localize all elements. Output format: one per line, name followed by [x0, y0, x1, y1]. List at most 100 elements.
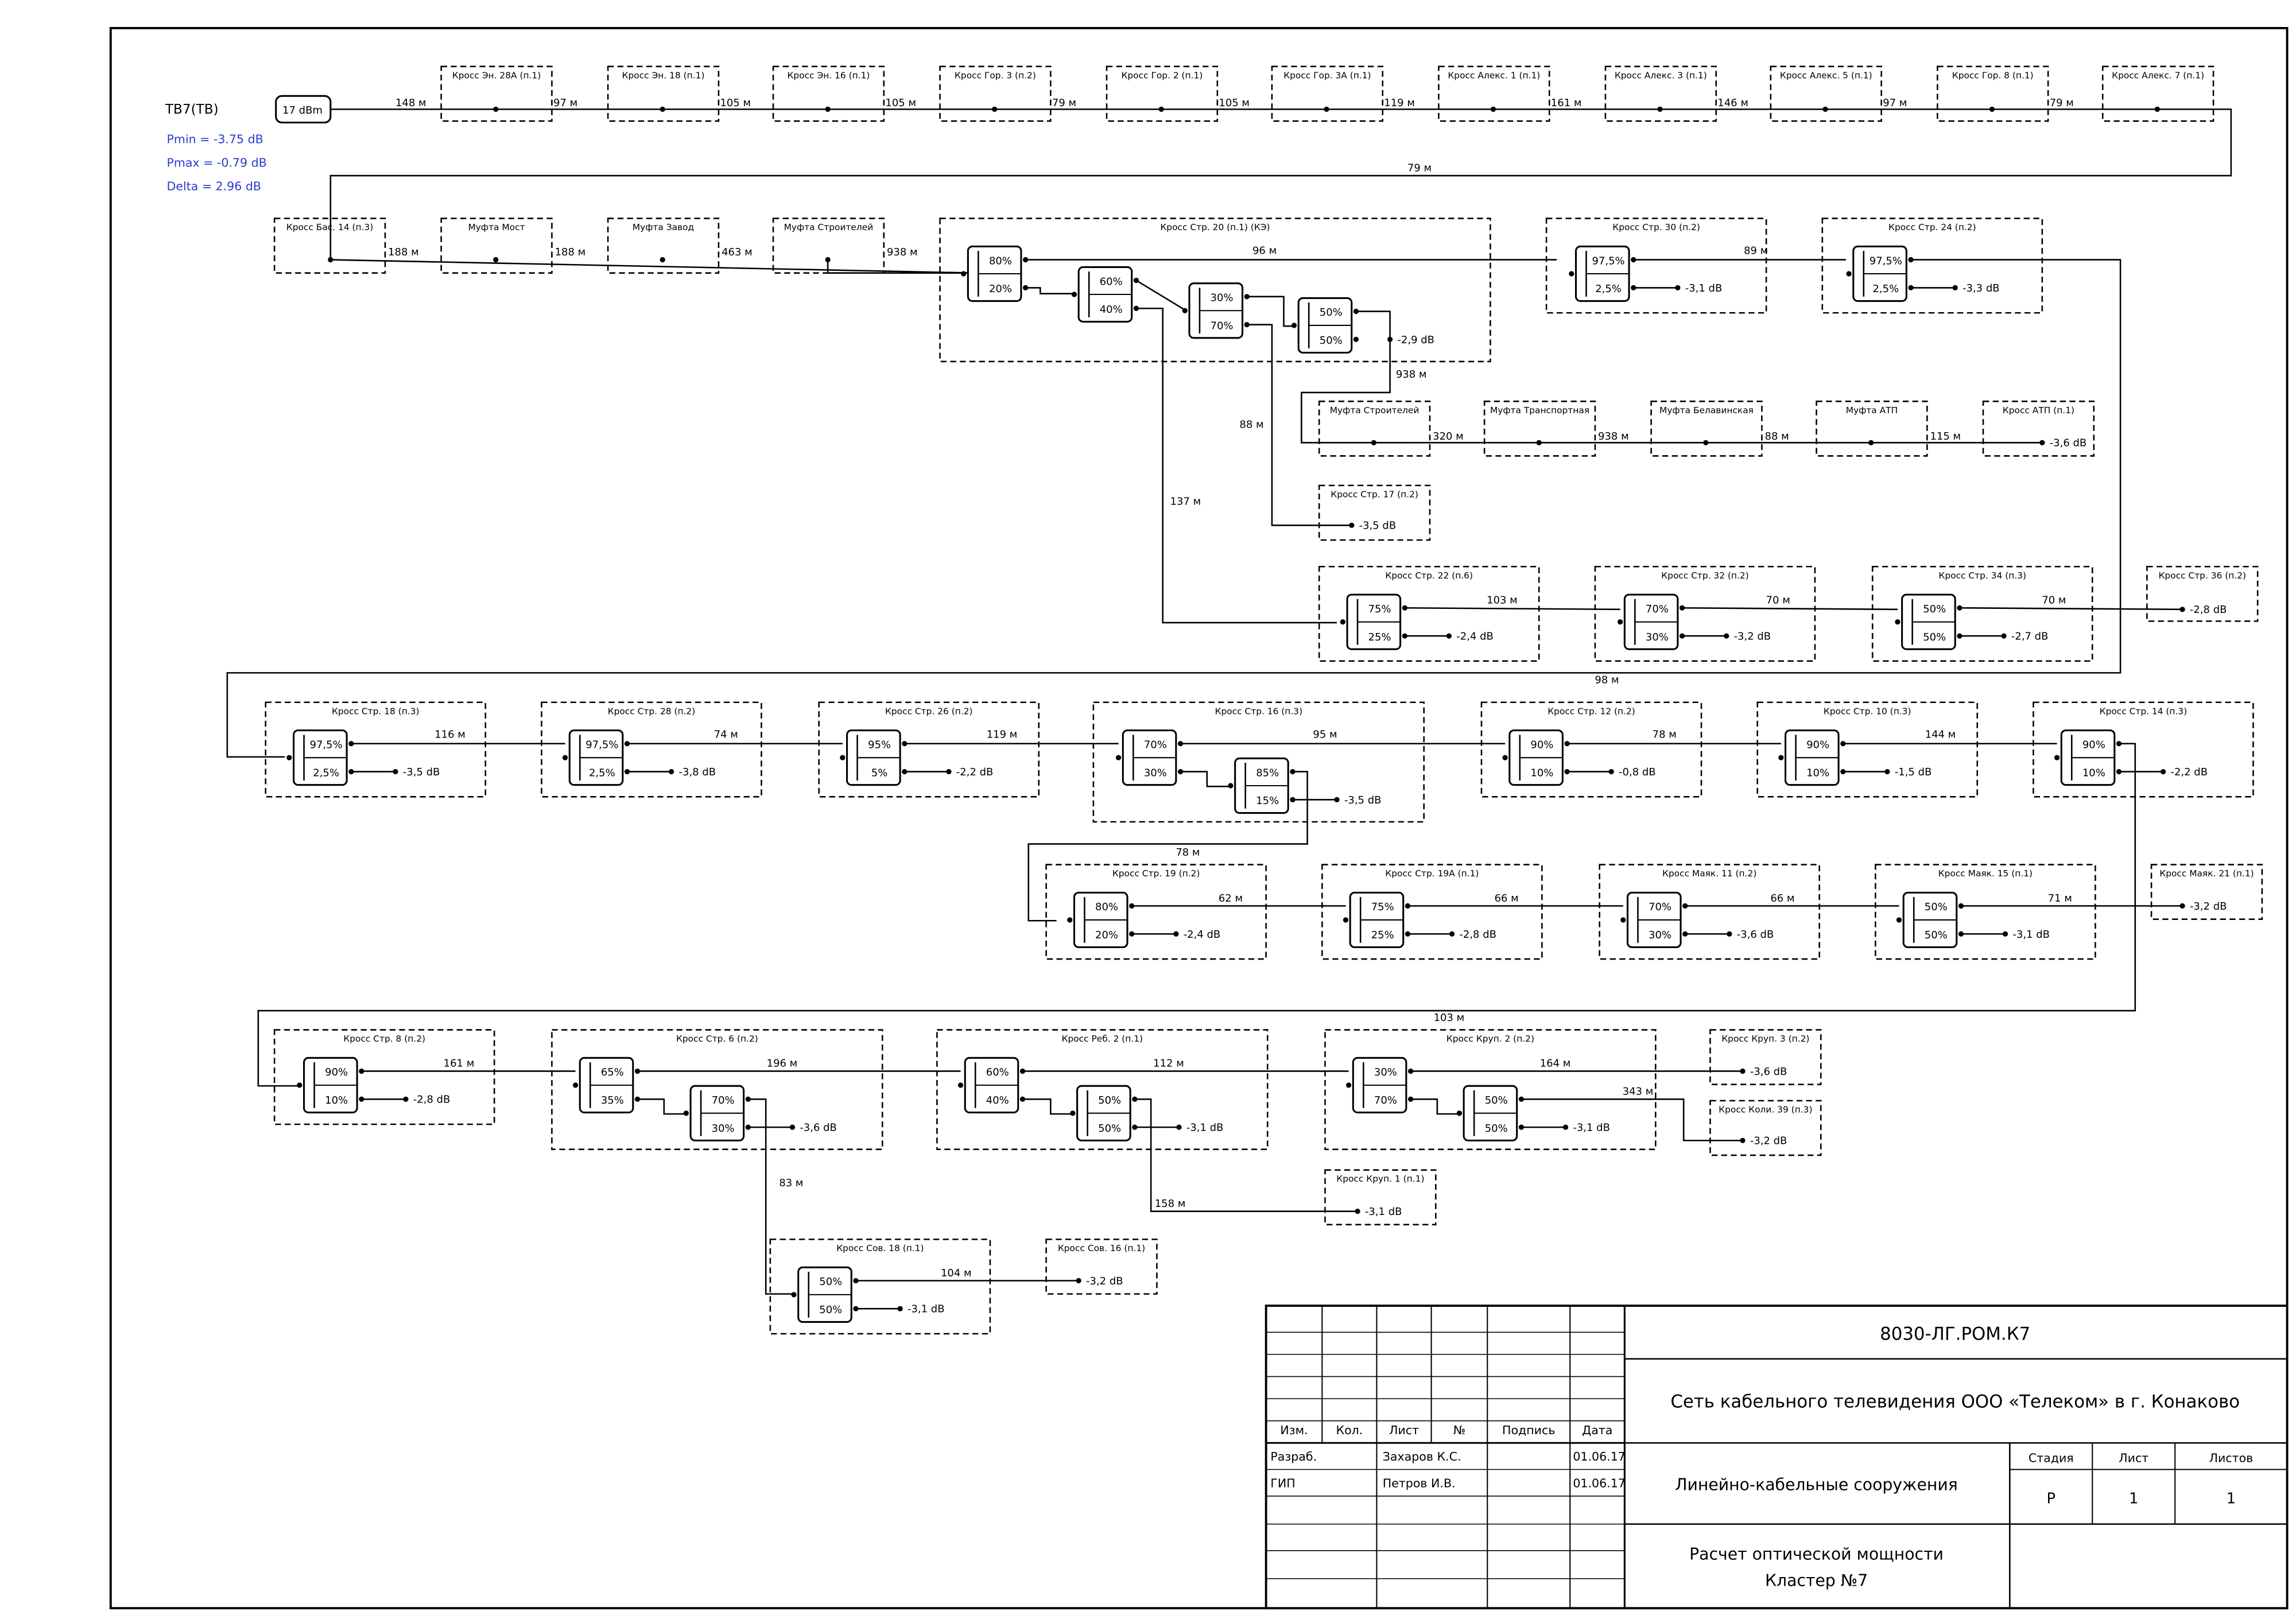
power-level: -3,1 dB — [1365, 1206, 1402, 1218]
cross-kkol — [1709, 1100, 1822, 1156]
node-dot — [1740, 1137, 1746, 1143]
splitter-port-top: 50% — [1485, 1094, 1508, 1106]
cross-box-title: Кросс Стр. 19А (п.1) — [1385, 868, 1479, 879]
node-dot — [660, 106, 665, 112]
distance-label: 97 м — [1883, 97, 1907, 109]
node-dot — [1019, 1068, 1026, 1074]
node-dot — [1182, 308, 1188, 313]
mid-box-3 — [1816, 401, 1928, 457]
cross-box-title: Кросс Гор. 3 (п.2) — [955, 70, 1036, 80]
node-dot — [1895, 619, 1901, 625]
cross-k30 — [1545, 218, 1767, 314]
node-dot — [1158, 106, 1164, 112]
pmax-text: Pmax = -0.79 dB — [166, 156, 266, 170]
splitter-port-top: 50% — [819, 1276, 842, 1288]
node-dot — [1518, 1096, 1525, 1102]
node-dot — [1070, 1111, 1076, 1116]
cross-box-title: Кросс Эн. 16 (п.1) — [787, 70, 870, 80]
cross-box-top-8 — [1770, 65, 1882, 122]
distance-label: 97 м — [553, 97, 577, 109]
cross-k26 — [818, 701, 1040, 798]
node-dot — [1564, 768, 1570, 775]
distance-label: 66 м — [1770, 892, 1794, 904]
splitter-port-bottom: 50% — [1098, 1123, 1121, 1135]
node-dot — [1353, 336, 1359, 343]
distance-label: 103 м — [1487, 595, 1518, 607]
node-dot — [1177, 741, 1184, 747]
node-dot — [1343, 917, 1349, 923]
node-dot — [1132, 1124, 1138, 1130]
power-level: -3,8 dB — [679, 766, 716, 778]
node-dot — [1846, 271, 1852, 277]
node-dot — [1129, 931, 1135, 937]
cross-box-title: Муфта АТП — [1846, 405, 1898, 416]
fiber-line — [637, 1098, 687, 1115]
power-level: -0,8 dB — [1619, 766, 1656, 778]
node-dot — [1957, 605, 1963, 611]
splitter-port-bottom: 10% — [1806, 767, 1829, 779]
cross-kk1 — [1324, 1169, 1437, 1226]
stamp-date: 01.06.17 — [1573, 1450, 1626, 1463]
splitter-port-bottom: 50% — [819, 1304, 842, 1316]
power-level: -2,4 dB — [1456, 631, 1494, 643]
stamp-col-header: Изм. — [1280, 1423, 1308, 1437]
power-level: -3,5 dB — [1344, 794, 1382, 806]
distance-label: 89 м — [1744, 244, 1768, 257]
distance-label: 116 м — [435, 728, 466, 740]
splitter-port-top: 90% — [1806, 739, 1829, 751]
node-dot — [825, 257, 831, 263]
node-dot — [1340, 619, 1345, 625]
mid-box-0 — [1318, 401, 1431, 457]
power-level: -2,2 dB — [2170, 766, 2208, 778]
node-dot — [1840, 741, 1846, 747]
cross-k8 — [273, 1029, 495, 1125]
sheet-header: Лист — [2119, 1451, 2148, 1465]
node-dot — [660, 257, 665, 263]
node-dot — [840, 755, 846, 760]
distance-label: 161 м — [1551, 97, 1582, 109]
node-dot — [1778, 755, 1784, 760]
splitter-port-bottom: 50% — [1320, 335, 1343, 347]
source-node — [275, 95, 332, 124]
cross-k32 — [1594, 565, 1816, 662]
node-dot — [2116, 741, 2122, 747]
cross-km11 — [1599, 864, 1820, 960]
node-dot — [1407, 1068, 1414, 1074]
splitter-port-bottom: 30% — [1646, 631, 1669, 643]
node-dot — [946, 768, 952, 775]
splitter-port-top: 30% — [1374, 1066, 1397, 1078]
splitter-port-top: 97,5% — [1592, 255, 1624, 267]
splitter-port-bottom: 5% — [871, 767, 888, 779]
node-dot — [634, 1096, 641, 1102]
fiber-line — [1022, 1098, 1073, 1115]
node-dot — [1675, 285, 1681, 291]
node-dot — [1957, 633, 1963, 639]
node-dot — [1244, 322, 1250, 328]
distance-label: 105 м — [885, 97, 916, 109]
cross-k14 — [2033, 701, 2254, 798]
distance-label: 79 м — [2050, 97, 2074, 109]
row2-box-0 — [273, 218, 386, 274]
distance-label: 78 м — [1653, 728, 1677, 740]
distance-label: 83 м — [779, 1177, 803, 1189]
cross-box-title: Кросс Сов. 18 (п.1) — [836, 1243, 924, 1253]
splitter-port-bottom: 40% — [986, 1094, 1009, 1106]
cross-k34 — [1871, 565, 2093, 662]
cross-box-title: Кросс Маяк. 11 (п.2) — [1662, 868, 1756, 879]
cross-box-title: Кросс Стр. 19 (п.2) — [1112, 868, 1200, 879]
node-dot — [286, 755, 292, 760]
node-dot — [624, 768, 630, 775]
distance-label: 78 м — [1176, 847, 1200, 859]
fiber-line — [1247, 296, 1294, 327]
power-level: -3,6 dB — [1750, 1066, 1787, 1078]
stamp-role: ГИП — [1270, 1476, 1295, 1490]
section-title: Линейно-кабельные сооружения — [1675, 1476, 1957, 1494]
stamp-col-header: Подпись — [1502, 1423, 1555, 1437]
node-dot — [1562, 1124, 1569, 1130]
node-dot — [634, 1068, 641, 1074]
node-dot — [1569, 271, 1574, 277]
distance-label: 938 м — [887, 246, 918, 258]
splitter-port-bottom: 2,5% — [589, 767, 615, 779]
node-dot — [1564, 741, 1570, 747]
